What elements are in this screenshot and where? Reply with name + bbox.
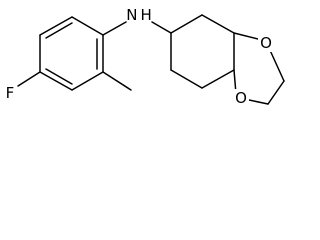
bond-ar-c2-c3: [39, 16, 73, 36]
atom-label-f: F: [6, 84, 15, 102]
bond-c-nh: [102, 21, 127, 36]
bond-ch2-ch2: [267, 80, 285, 105]
atom-label-o-bottom: O: [235, 89, 247, 107]
bond-nh-c: [151, 21, 172, 34]
atom-nh: N H: [126, 6, 152, 26]
bond-ar-c4-c5: [39, 71, 73, 91]
bond-ar-c1-c2: [71, 16, 104, 36]
bond-c-f: [17, 71, 41, 87]
atom-o-bottom: O: [233, 89, 249, 107]
bond-ch2-o-bottom: [248, 99, 269, 105]
bond-ar-c5-c6: [71, 71, 104, 91]
atom-o-top: O: [258, 34, 274, 52]
bond-cy-2-3: [201, 14, 235, 34]
bond-cy-5-6: [170, 69, 203, 89]
atom-label-nh: N H: [126, 6, 152, 24]
molecule-structure-diagram: N H F O O: [3, 6, 285, 107]
atom-f: F: [3, 84, 17, 103]
bond-methyl: [102, 71, 132, 91]
bond-o-top-ch2: [268, 47, 285, 82]
bond-spiro-o-top: [233, 32, 263, 41]
benzene-ring: [39, 16, 104, 91]
double-bond-inner-top: [45, 22, 73, 39]
bond-cy-4-5: [201, 69, 235, 89]
double-bond-inner-bottom: [45, 68, 73, 85]
bond-cy-1-2: [170, 14, 203, 34]
atom-label-o-top: O: [260, 34, 272, 52]
cyclohexane-ring: [170, 14, 235, 89]
